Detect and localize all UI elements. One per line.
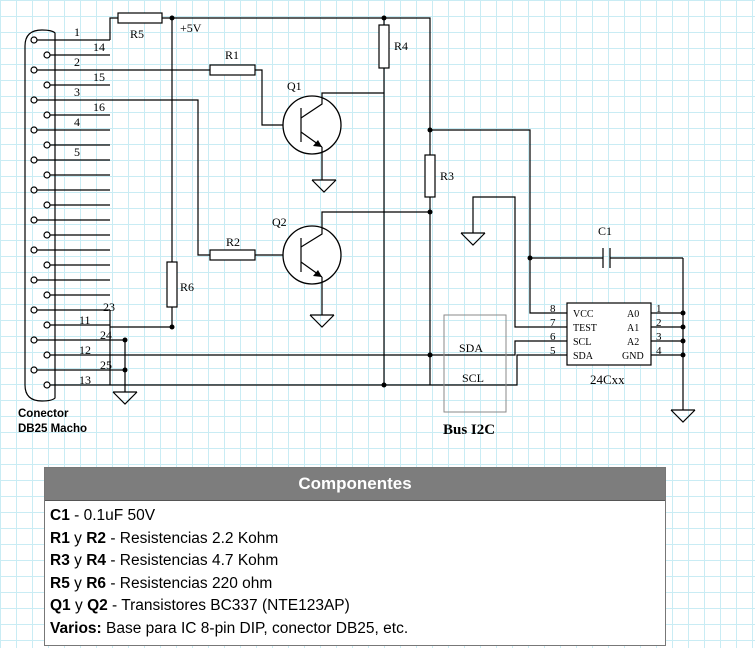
- ground-q1: [311, 179, 337, 193]
- label-c1: C1: [598, 224, 612, 238]
- label-sda: SDA: [459, 341, 483, 355]
- chip-pin-num-1: 1: [656, 303, 662, 315]
- pin-label-15: 15: [93, 70, 105, 84]
- capacitor-c1: [602, 248, 611, 268]
- eeprom-24cxx: [566, 302, 652, 366]
- db25-connector: [24, 29, 56, 402]
- transistor-q2: [282, 211, 430, 315]
- resistor-r2: [209, 249, 256, 261]
- component-row: Varios: Base para IC 8-pin DIP, conector…: [50, 618, 661, 641]
- bus-i2c-label: Bus I2C: [443, 422, 495, 438]
- pin-label-23: 23: [103, 300, 115, 314]
- pin-label-13: 13: [79, 373, 91, 387]
- component-desc: Base para IC 8-pin DIP, conector DB25, e…: [101, 619, 409, 637]
- label-r3: R3: [440, 169, 454, 183]
- chip-pin-a2: A2: [627, 337, 639, 348]
- chip-pin-num-7: 7: [550, 317, 556, 329]
- ground-connector: [112, 391, 138, 405]
- components-title: Componentes: [45, 468, 665, 501]
- component-ref: R5: [50, 574, 70, 592]
- label-q1: Q1: [287, 79, 302, 93]
- component-ref: R4: [86, 552, 107, 570]
- resistor-r6: [166, 261, 178, 308]
- pin-label-2: 2: [74, 55, 80, 69]
- component-desc: - 0.1uF 50V: [69, 507, 156, 524]
- label-vcc: +5V: [180, 21, 202, 35]
- transistor-q1: [282, 92, 384, 180]
- pin-label-3: 3: [74, 85, 80, 99]
- connector-pins: [30, 36, 51, 389]
- pin-label-16: 16: [93, 100, 105, 114]
- chip-pin-num-6: 6: [550, 331, 556, 343]
- resistor-r5: [117, 12, 163, 24]
- component-ref: R6: [86, 574, 107, 592]
- ground-chip: [670, 409, 696, 423]
- component-row: C1 - 0.1uF 50V: [50, 505, 661, 528]
- connector-label-line2: DB25 Macho: [18, 423, 87, 435]
- component-ref: C1: [50, 507, 70, 524]
- pin-stubs: [37, 39, 110, 311]
- ground-q2: [309, 314, 335, 328]
- chip-pin-sda: SDA: [573, 351, 594, 362]
- component-ref: R1: [50, 529, 70, 547]
- component-desc: - Transistores BC337 (NTE123AP): [107, 597, 350, 615]
- component-row: R1 y R2 - Resistencias 2.2 Kohm: [50, 528, 661, 551]
- resistor-r4: [378, 24, 390, 69]
- component-desc: y: [69, 552, 87, 570]
- component-desc: - Resistencias 2.2 Kohm: [106, 529, 279, 547]
- chip-pin-a0: A0: [627, 309, 639, 320]
- component-desc: y: [70, 597, 88, 615]
- component-ref: R2: [86, 529, 107, 547]
- component-desc: - Resistencias 220 ohm: [106, 574, 273, 592]
- component-ref: Varios:: [50, 619, 102, 637]
- chip-name: 24Cxx: [590, 372, 625, 387]
- chip-pin-num-8: 8: [550, 303, 556, 315]
- label-r4: R4: [394, 39, 408, 53]
- pin-label-14: 14: [93, 40, 105, 54]
- chip-pin-test: TEST: [573, 323, 597, 334]
- pin-label-5: 5: [74, 145, 80, 159]
- resistor-r3: [424, 154, 436, 198]
- label-r5: R5: [130, 27, 144, 41]
- component-row: R5 y R6 - Resistencias 220 ohm: [50, 573, 661, 596]
- component-ref: R3: [50, 552, 70, 570]
- pin-label-11: 11: [79, 313, 91, 327]
- pin-label-4: 4: [74, 115, 80, 129]
- label-scl: SCL: [462, 371, 484, 385]
- pin-label-24: 24: [100, 328, 112, 342]
- circuit-schematic: 1 14 2 15 3 16 4 5 23 11 24 12 25 13 R5 …: [18, 12, 696, 438]
- pin-label-25: 25: [100, 358, 112, 372]
- label-q2: Q2: [272, 215, 287, 229]
- chip-pin-num-5: 5: [550, 345, 556, 357]
- connector-label-line1: Conector: [18, 408, 69, 420]
- component-ref: Q2: [87, 597, 108, 615]
- chip-pin-num-2: 2: [656, 317, 662, 329]
- label-r2: R2: [226, 235, 240, 249]
- component-desc: y: [69, 574, 87, 592]
- resistor-r1: [209, 64, 256, 76]
- component-ref: Q1: [50, 597, 71, 615]
- chip-pin-gnd: GND: [622, 351, 644, 362]
- label-r1: R1: [225, 48, 239, 62]
- component-desc: y: [69, 529, 87, 547]
- component-desc: - Resistencias 4.7 Kohm: [106, 552, 279, 570]
- chip-pin-vcc: VCC: [573, 309, 594, 320]
- component-row: R3 y R4 - Resistencias 4.7 Kohm: [50, 550, 661, 573]
- pin-label-12: 12: [79, 343, 91, 357]
- ground-test: [460, 232, 486, 246]
- chip-pin-scl: SCL: [573, 337, 591, 348]
- chip-pin-a1: A1: [627, 323, 639, 334]
- chip-pin-num-4: 4: [656, 345, 662, 357]
- label-r6: R6: [180, 280, 194, 294]
- chip-pin-num-3: 3: [656, 331, 662, 343]
- bus-i2c-box: [443, 314, 507, 413]
- component-row: Q1 y Q2 - Transistores BC337 (NTE123AP): [50, 595, 661, 618]
- pin-label-1: 1: [74, 25, 80, 39]
